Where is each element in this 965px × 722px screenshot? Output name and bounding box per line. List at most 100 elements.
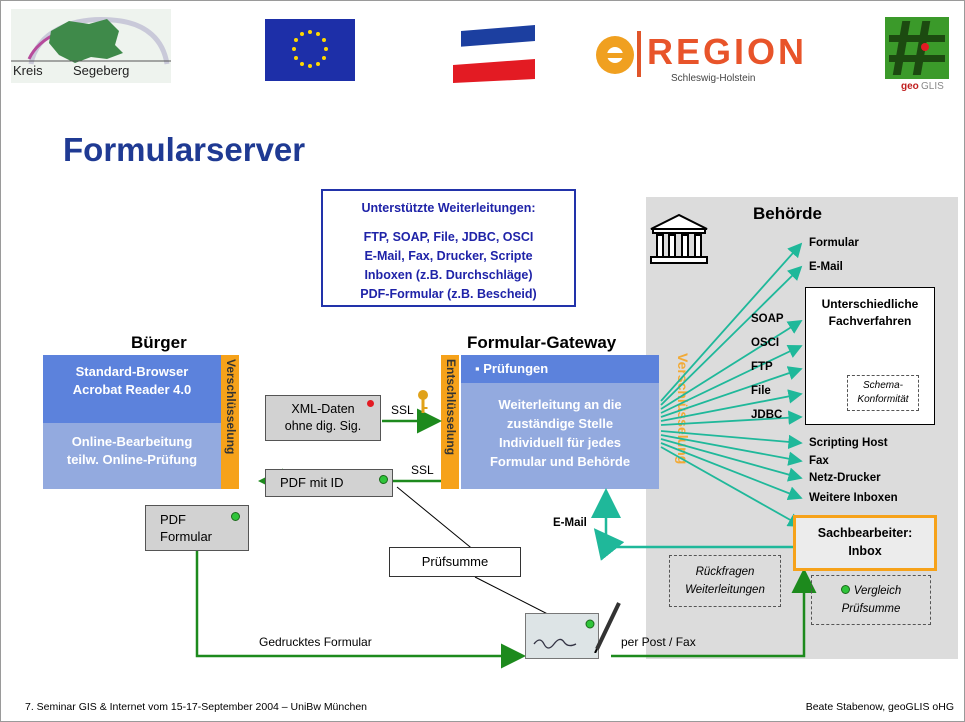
target-printer: Netz-Drucker xyxy=(809,472,881,484)
citizen-encryption-text: Verschlüsselung xyxy=(224,359,238,455)
forwarding-line: E-Mail, Fax, Drucker, Scripte xyxy=(364,249,533,263)
rueckfragen-box: Rückfragen Weiterleitungen xyxy=(669,555,781,607)
email-arrow xyxy=(593,528,625,561)
forwarding-heading: Unterstützte Weiterleitungen: xyxy=(361,201,536,215)
geoglis-glis-text: GLIS xyxy=(921,81,944,92)
email-label: E-Mail xyxy=(553,517,587,529)
schema-line: Schema- xyxy=(862,380,903,391)
ssl-label-bottom: SSL xyxy=(411,463,434,477)
gateway-decryption-text: Entschlüsselung xyxy=(444,359,458,456)
red-dot-icon xyxy=(367,400,374,407)
building-icon xyxy=(650,213,708,264)
pdf-id-document: PDF mit ID xyxy=(265,469,393,497)
gateway-label: Formular-Gateway xyxy=(467,333,617,352)
signature-icon xyxy=(533,619,595,649)
ssl-label-top: SSL xyxy=(391,403,414,417)
kreis-label: Kreis xyxy=(13,63,43,78)
geoglis-hash-icon xyxy=(885,17,949,79)
geoglis-logo: geo GLIS xyxy=(881,17,957,97)
protocol-jdbc: JDBC xyxy=(751,409,783,421)
pdf-id-text: PDF mit ID xyxy=(280,475,344,490)
green-dot-icon xyxy=(379,475,388,484)
green-dot-icon xyxy=(231,512,240,521)
target-fax: Fax xyxy=(809,455,829,467)
forwarding-box: Unterstützte Weiterleitungen: FTP, SOAP,… xyxy=(321,189,576,307)
vergleich-line: Prüfsumme xyxy=(841,603,901,615)
schema-line: Konformität xyxy=(857,394,909,405)
eregion-subtitle: Schleswig-Holstein xyxy=(671,73,756,84)
authority-label: Behörde xyxy=(753,204,822,223)
gateway-body-line: Formular und Behörde xyxy=(489,454,631,469)
gateway-body-line: Individuell für jedes xyxy=(498,435,622,450)
footer-right: Beate Stabenow, geoGLIS oHG xyxy=(805,701,954,713)
teal-fan-arrows xyxy=(660,242,803,527)
inbox-return-arrow xyxy=(591,488,793,549)
citizen-label: Bürger xyxy=(131,333,187,352)
post-fax-arrow xyxy=(611,568,817,658)
protocol-soap: SOAP xyxy=(751,313,784,325)
protocol-ftp: FTP xyxy=(751,361,773,373)
target-formular: Formular xyxy=(809,237,859,249)
protocol-file: File xyxy=(751,385,771,397)
kreis-segeberg-emblem-icon xyxy=(11,9,171,83)
target-inboxes: Weitere Inboxen xyxy=(809,492,898,504)
citizen-top-box: Standard-Browser Acrobat Reader 4.0 xyxy=(43,355,221,423)
checksum-connector xyxy=(396,486,476,552)
xml-doc-line: XML-Daten xyxy=(291,402,355,416)
gateway-body-box: Weiterleitung an die zuständige Stelle I… xyxy=(461,383,659,489)
eu-flag-logo xyxy=(265,19,355,81)
page-title: Formularserver xyxy=(63,131,306,168)
gateway-decryption-bar: Entschlüsselung xyxy=(441,355,459,489)
vergleich-box: Vergleich Prüfsumme xyxy=(811,575,931,625)
inbox-box: Sachbearbeiter: Inbox xyxy=(793,515,937,571)
pdf-form-line: PDF xyxy=(160,512,186,527)
schema-box: Schema- Konformität xyxy=(847,375,919,411)
citizen-bottom-line: Online-Bearbeitung xyxy=(71,434,193,449)
pdf-form-document: PDF Formular xyxy=(145,505,249,551)
segeberg-label: Segeberg xyxy=(73,63,130,78)
eregion-e-icon xyxy=(596,36,634,74)
xml-doc-line: ohne dig. Sig. xyxy=(284,419,362,433)
rueckfragen-line: Weiterleitungen xyxy=(685,584,765,596)
eu-flag-icon xyxy=(265,19,355,81)
geoglis-geo-text: geo xyxy=(901,81,919,92)
kreis-segeberg-logo: Kreis Segeberg xyxy=(11,9,171,83)
inbox-line: Inbox xyxy=(848,544,882,558)
citizen-encryption-bar: Verschlüsselung xyxy=(221,355,239,489)
citizen-top-line: Standard-Browser xyxy=(75,364,189,379)
inbox-line: Sachbearbeiter: xyxy=(817,526,913,540)
xml-document: XML-Daten ohne dig. Sig. xyxy=(265,395,381,441)
gateway-body-line: zuständige Stelle xyxy=(506,416,614,431)
vergleich-line: Vergleich xyxy=(853,585,902,597)
printed-form-arrow xyxy=(195,551,526,669)
sh-flag-icon xyxy=(453,25,535,83)
eregion-word: REGION xyxy=(647,31,808,72)
pdf-form-line: Formular xyxy=(160,529,213,544)
forwarding-line: FTP, SOAP, File, JDBC, OSCI xyxy=(363,230,534,244)
fachverfahren-line: Fachverfahren xyxy=(828,314,912,328)
eregion-divider xyxy=(637,31,641,77)
pen-icon xyxy=(594,602,621,653)
fachverfahren-line: Unterschiedliche xyxy=(821,297,919,311)
fachverfahren-box: Unterschiedliche Fachverfahren xyxy=(805,287,935,425)
eregion-logo: REGION Schleswig-Holstein xyxy=(593,25,804,87)
citizen-bottom-line: teilw. Online-Prüfung xyxy=(66,452,198,467)
forwarding-line: Inboxen (z.B. Durchschläge) xyxy=(364,268,533,282)
target-email: E-Mail xyxy=(809,261,843,273)
schleswig-holstein-flag-logo xyxy=(453,25,539,83)
signed-letter xyxy=(525,613,599,659)
checksum-box: Prüfsumme xyxy=(389,547,521,577)
footer-left: 7. Seminar GIS & Internet vom 15-17-Sept… xyxy=(25,701,368,713)
forwarding-line: PDF-Formular (z.B. Bescheid) xyxy=(360,287,537,301)
protocol-osci: OSCI xyxy=(751,337,780,349)
printed-form-label: Gedrucktes Formular xyxy=(259,635,372,649)
key-icon xyxy=(418,390,428,413)
green-dot-icon xyxy=(840,585,850,594)
citizen-bottom-box: Online-Bearbeitung teilw. Online-Prüfung xyxy=(43,423,221,489)
target-scripting: Scripting Host xyxy=(809,437,888,449)
citizen-top-line: Acrobat Reader 4.0 xyxy=(72,382,192,397)
gateway-checks-box: ▪ Prüfungen xyxy=(461,355,659,383)
rueckfragen-line: Rückfragen xyxy=(695,566,755,578)
post-fax-label: per Post / Fax xyxy=(621,635,696,649)
